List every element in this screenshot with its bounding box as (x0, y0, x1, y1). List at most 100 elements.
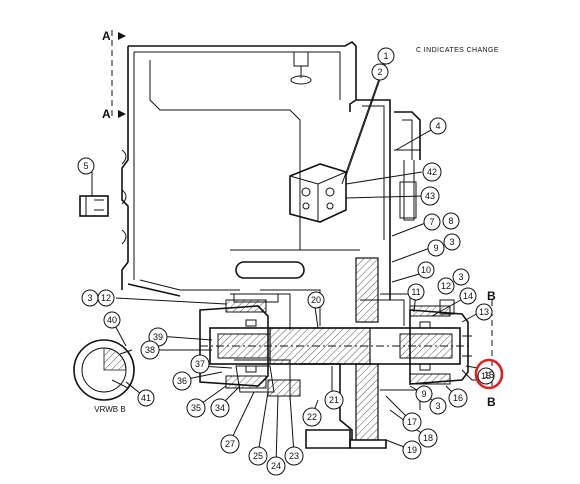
callout-number: 1 (383, 51, 388, 61)
callout-number: 10 (421, 265, 431, 275)
callout-number: 9 (433, 243, 438, 253)
callout-42: 42 (422, 162, 442, 182)
vrwb-label: VRWB B (94, 405, 125, 414)
callout-3: 3 (429, 397, 447, 415)
callout-3: 3 (81, 289, 99, 307)
change-note: C INDICATES CHANGE (416, 47, 499, 54)
section-a-label-bottom: A (102, 107, 111, 121)
callout-circle (477, 367, 495, 385)
callout-circle (402, 440, 422, 460)
callout-number: 3 (87, 293, 92, 303)
callout-22: 22 (302, 407, 322, 427)
callout-circle (266, 456, 286, 476)
callout-number: 37 (195, 359, 205, 369)
callout-number: 17 (407, 417, 417, 427)
callout-number: 12 (441, 281, 451, 291)
highlight-ring (474, 358, 504, 390)
callout-number: 19 (407, 445, 417, 455)
callout-21: 21 (324, 390, 344, 410)
callout-38: 38 (140, 340, 160, 360)
callout-8: 8 (442, 212, 460, 230)
callout-circle (77, 157, 95, 175)
callout-11: 11 (407, 283, 425, 301)
callout-35: 35 (186, 398, 206, 418)
callout-9: 9 (427, 239, 445, 257)
callout-number: 36 (177, 376, 187, 386)
callout-circle (423, 213, 441, 231)
callout-40: 40 (103, 311, 121, 329)
callout-number: 42 (427, 167, 437, 177)
callout-circle (377, 47, 395, 65)
callout-circle (137, 389, 155, 407)
callout-circle (307, 291, 325, 309)
callout-number: 22 (307, 412, 317, 422)
callout-circle (429, 397, 447, 415)
callout-circle (417, 261, 435, 279)
callout-circle (302, 407, 322, 427)
callout-number: 25 (253, 451, 263, 461)
callout-41: 41 (137, 389, 155, 407)
callout-circle (407, 283, 425, 301)
callout-43: 43 (420, 186, 440, 206)
callout-number: 35 (191, 403, 201, 413)
callout-23: 23 (284, 446, 304, 466)
callout-circle (324, 390, 344, 410)
callout-number: 34 (215, 403, 225, 413)
callout-number: 23 (289, 451, 299, 461)
callout-circle (420, 186, 440, 206)
callout-17: 17 (402, 412, 422, 432)
callout-number: 14 (463, 291, 473, 301)
callout-circle (97, 289, 115, 307)
callout-circle (427, 239, 445, 257)
callout-number: 13 (479, 307, 489, 317)
callout-4: 4 (429, 117, 447, 135)
callout-circle (442, 212, 460, 230)
callout-number: 3 (458, 272, 463, 282)
callout-circle (448, 388, 468, 408)
callout-18: 18 (418, 428, 438, 448)
vertical-column (349, 257, 387, 449)
callout-12: 12 (97, 289, 115, 307)
callout-circle (452, 268, 470, 286)
callout-circle (459, 287, 477, 305)
callout-number: 21 (329, 395, 339, 405)
callout-19: 19 (402, 440, 422, 460)
callout-3: 3 (443, 233, 461, 251)
callout-number: 4 (435, 121, 440, 131)
wheel-detail: VRWB B (73, 339, 135, 414)
callout-2: 2 (371, 63, 389, 81)
callout-number: 16 (453, 393, 463, 403)
callout-25: 25 (248, 446, 268, 466)
callout-number: 39 (153, 332, 163, 342)
callout-number: 5 (83, 161, 88, 171)
callout-12: 12 (437, 277, 455, 295)
callout-number: 15 (481, 371, 491, 381)
callout-number: 38 (145, 345, 155, 355)
callout-circle (475, 303, 493, 321)
callout-number: 40 (107, 315, 117, 325)
callout-number: 43 (425, 191, 435, 201)
callout-circle (422, 162, 442, 182)
callout-7: 7 (423, 213, 441, 231)
callout-number: 18 (423, 433, 433, 443)
valve-block (289, 163, 347, 223)
right-tube (394, 111, 421, 221)
callout-circle (172, 371, 192, 391)
callout-13: 13 (475, 303, 493, 321)
shaft-assembly (199, 289, 480, 449)
callout-20: 20 (307, 291, 325, 309)
section-line-a: A A (102, 29, 126, 121)
callout-circle (103, 311, 121, 329)
callout-number: 2 (377, 67, 382, 77)
callout-number: 9 (421, 389, 426, 399)
callout-34: 34 (210, 398, 230, 418)
callout-circle (415, 385, 433, 403)
callout-number: 27 (225, 439, 235, 449)
callout-circle (140, 340, 160, 360)
callout-circle (429, 117, 447, 135)
callout-number: 12 (101, 293, 111, 303)
callout-circle (437, 277, 455, 295)
callout-number: 3 (449, 237, 454, 247)
